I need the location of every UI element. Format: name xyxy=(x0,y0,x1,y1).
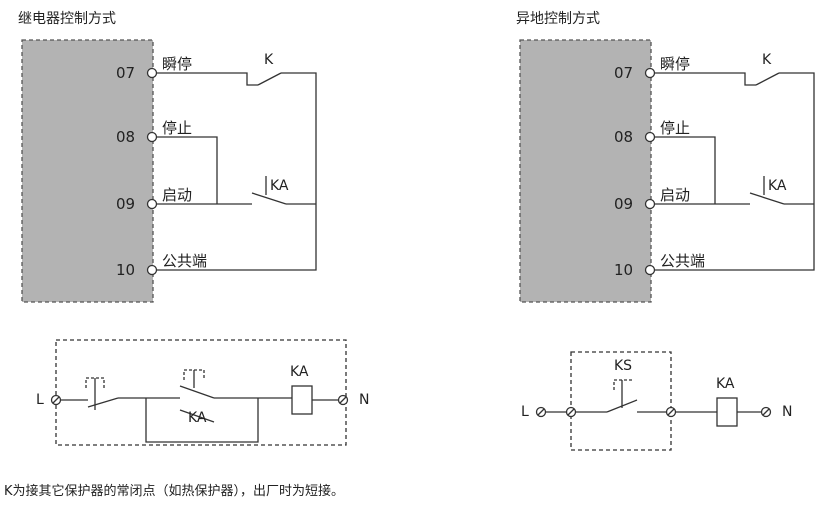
left-switch-ka xyxy=(251,192,287,205)
right-label-start: 启动 xyxy=(660,186,691,204)
right-switch-k xyxy=(755,72,780,86)
right-label-common: 公共端 xyxy=(660,252,706,270)
left-circuit-box xyxy=(55,339,347,446)
left-controller-block xyxy=(21,39,154,303)
left-switch-k xyxy=(257,72,282,86)
right-switch-ka-label: KA xyxy=(768,178,787,194)
right-terminal-label-08: 08 xyxy=(614,128,634,146)
left-wire-10 xyxy=(157,268,317,271)
left-terminal-07 xyxy=(146,67,158,79)
right-terminal-label-07: 07 xyxy=(614,64,634,82)
right-switch-k-label: K xyxy=(762,52,772,68)
left-wire-07-right xyxy=(281,72,317,268)
right-circuit-ks: KS xyxy=(614,358,633,374)
left-label-common: 公共端 xyxy=(162,252,208,270)
right-controller-block xyxy=(519,39,652,303)
right-wire-10 xyxy=(655,268,815,271)
left-terminal-09 xyxy=(146,198,158,210)
left-circuit-ka-coil: KA xyxy=(290,364,309,380)
left-label-stop: 停止 xyxy=(162,119,193,137)
right-terminal-09 xyxy=(644,198,656,210)
right-circuit-l: L xyxy=(521,404,529,420)
right-title: 异地控制方式 xyxy=(516,11,600,27)
left-wire-08 xyxy=(157,136,218,204)
right-wire-08 xyxy=(655,136,716,204)
left-terminal-label-09: 09 xyxy=(116,195,136,213)
left-terminal-label-07: 07 xyxy=(116,64,136,82)
right-terminal-label-09: 09 xyxy=(614,195,634,213)
left-circuit-ka-contact: KA xyxy=(188,410,207,426)
right-terminal-08 xyxy=(644,131,656,143)
left-wire-07 xyxy=(157,72,258,86)
left-label-instant-stop: 瞬停 xyxy=(162,55,193,73)
left-circuit-l: L xyxy=(36,392,44,408)
right-terminal-07 xyxy=(644,67,656,79)
left-title: 继电器控制方式 xyxy=(18,11,116,27)
left-label-start: 启动 xyxy=(162,186,193,204)
right-circuit-box xyxy=(570,351,672,451)
left-switch-k-label: K xyxy=(264,52,274,68)
right-terminal-10 xyxy=(644,264,656,276)
right-circuit-n: N xyxy=(782,404,793,420)
right-label-instant-stop: 瞬停 xyxy=(660,55,691,73)
left-circuit-n: N xyxy=(359,392,370,408)
right-switch-ka xyxy=(749,192,785,205)
right-ka-coil xyxy=(716,397,738,427)
left-terminal-10 xyxy=(146,264,158,276)
right-terminal-label-10: 10 xyxy=(614,261,634,279)
right-circuit-ka-coil: KA xyxy=(716,376,735,392)
left-switch-ka-label: KA xyxy=(270,178,289,194)
right-wire-07 xyxy=(655,72,756,86)
footnote: K为接其它保护器的常闭点（如热保护器），出厂时为短接。 xyxy=(4,484,345,499)
left-ka-coil xyxy=(291,385,313,415)
left-terminal-label-08: 08 xyxy=(116,128,136,146)
left-terminal-label-10: 10 xyxy=(116,261,136,279)
left-terminal-08 xyxy=(146,131,158,143)
right-label-stop: 停止 xyxy=(660,119,691,137)
